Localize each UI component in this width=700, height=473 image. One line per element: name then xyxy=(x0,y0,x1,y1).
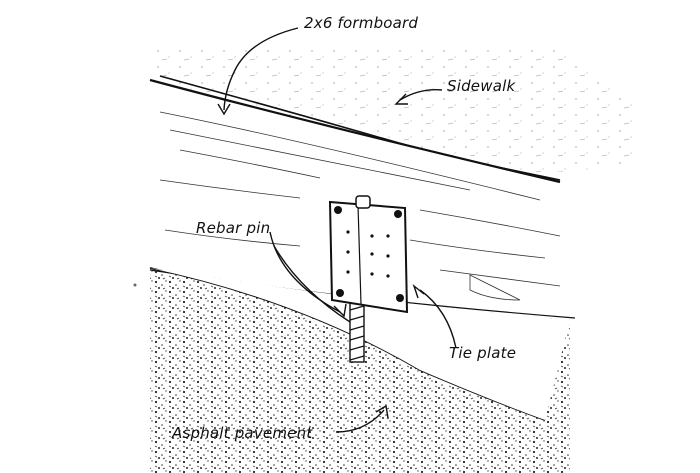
label-2x6-formboard: 2x6 formboard xyxy=(304,14,419,32)
label-sidewalk: Sidewalk xyxy=(447,77,516,95)
leader-lines xyxy=(217,27,457,433)
label-asphalt-pavement: Asphalt pavement xyxy=(172,424,313,442)
sidewalk-surface xyxy=(150,48,640,175)
tie-plate xyxy=(328,195,409,314)
wood-grain xyxy=(159,111,561,301)
label-tie-plate: Tie plate xyxy=(449,344,517,362)
rebar-pin xyxy=(349,291,365,363)
label-rebar-pin: Rebar pin xyxy=(196,219,271,237)
formboard-top-edge xyxy=(149,78,561,184)
